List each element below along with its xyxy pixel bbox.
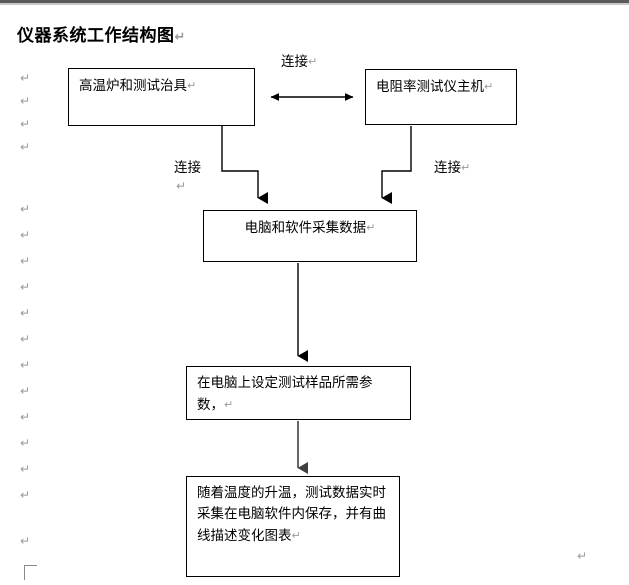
edge-label-top-center: 连接↵	[281, 50, 317, 70]
page-title: 仪器系统工作结构图↵	[17, 21, 186, 46]
paragraph-mark-icon: ↵	[187, 79, 197, 92]
paragraph-mark-icon: ↵	[20, 228, 31, 242]
node-label-line-3: 线描述变化图表	[197, 528, 292, 544]
paragraph-mark-icon: ↵	[20, 306, 31, 320]
node-label-line-2: 采集在电脑软件内保存，并有曲	[197, 506, 386, 522]
paragraph-mark-icon: ↵	[366, 221, 376, 234]
flowchart-node-set-parameters[interactable]: 在电脑上设定测试样品所需参 数，↵	[186, 366, 411, 420]
connector-tester-to-acquisition	[381, 126, 412, 204]
flowchart-node-resistivity-tester[interactable]: 电阻率测试仪主机↵	[365, 69, 517, 125]
flowchart-node-record-data[interactable]: 随着温度的升温，测试数据实时 采集在电脑软件内保存，并有曲 线描述变化图表↵	[186, 476, 400, 577]
flowchart-node-resistivity-tester-label: 电阻率测试仪主机↵	[376, 76, 510, 98]
node-label-line-1: 在电脑上设定测试样品所需参	[197, 375, 373, 391]
paragraph-mark-icon: ↵	[174, 30, 186, 45]
edge-label-text: 连接	[434, 160, 461, 176]
node-label-text: 电阻率测试仪主机	[376, 79, 484, 95]
paragraph-mark-icon: ↵	[20, 94, 31, 108]
connector-furnace-to-acquisition	[221, 126, 268, 204]
page-top-edge-shadow	[0, 3, 629, 5]
paragraph-mark-icon: ↵	[20, 202, 31, 216]
node-label-line-2: 数，	[197, 397, 224, 413]
paragraph-mark-icon: ↵	[20, 280, 31, 294]
node-label-text: 高温炉和测试治具	[79, 78, 187, 94]
page-corner-mark	[24, 565, 37, 580]
paragraph-mark-icon: ↵	[20, 117, 31, 131]
paragraph-mark-icon: ↵	[461, 161, 471, 174]
flowchart-node-set-parameters-label: 在电脑上设定测试样品所需参 数，↵	[197, 373, 404, 416]
flowchart-node-record-data-label: 随着温度的升温，测试数据实时 采集在电脑软件内保存，并有曲 线描述变化图表↵	[197, 483, 393, 547]
flowchart-node-furnace-label: 高温炉和测试治具↵	[79, 75, 248, 97]
paragraph-mark-icon: ↵	[20, 254, 31, 268]
paragraph-mark-icon: ↵	[308, 55, 318, 68]
paragraph-mark-icon: ↵	[20, 488, 31, 502]
edge-label-text: 连接	[281, 54, 308, 70]
paragraph-mark-icon: ↵	[20, 436, 31, 450]
paragraph-mark-icon: ↵	[20, 71, 31, 85]
paragraph-mark-icon: ↵	[20, 140, 31, 154]
edge-label-right: 连接↵	[434, 156, 470, 176]
paragraph-mark-icon: ↵	[577, 549, 588, 563]
flowchart-node-furnace[interactable]: 高温炉和测试治具↵	[68, 68, 255, 126]
paragraph-mark-icon: ↵	[20, 534, 31, 548]
edge-label-left: 连接	[174, 156, 201, 176]
flowchart-node-data-acquisition-label: 电脑和软件采集数据↵	[210, 217, 410, 239]
page-title-text: 仪器系统工作结构图	[17, 26, 175, 46]
edge-label-text: 连接	[174, 160, 201, 176]
paragraph-mark-icon: ↵	[176, 179, 187, 193]
paragraph-mark-icon: ↵	[20, 358, 31, 372]
paragraph-mark-icon: ↵	[20, 410, 31, 424]
paragraph-mark-icon: ↵	[20, 332, 31, 346]
paragraph-mark-icon: ↵	[20, 384, 31, 398]
page-top-edge	[0, 0, 629, 3]
paragraph-mark-icon: ↵	[291, 529, 301, 542]
paragraph-mark-icon: ↵	[484, 80, 494, 93]
flowchart-node-data-acquisition[interactable]: 电脑和软件采集数据↵	[203, 210, 417, 262]
node-label-line-1: 随着温度的升温，测试数据实时	[197, 485, 386, 501]
paragraph-mark-icon: ↵	[224, 398, 234, 411]
paragraph-mark-icon: ↵	[20, 462, 31, 476]
node-label-text: 电脑和软件采集数据	[244, 220, 367, 236]
